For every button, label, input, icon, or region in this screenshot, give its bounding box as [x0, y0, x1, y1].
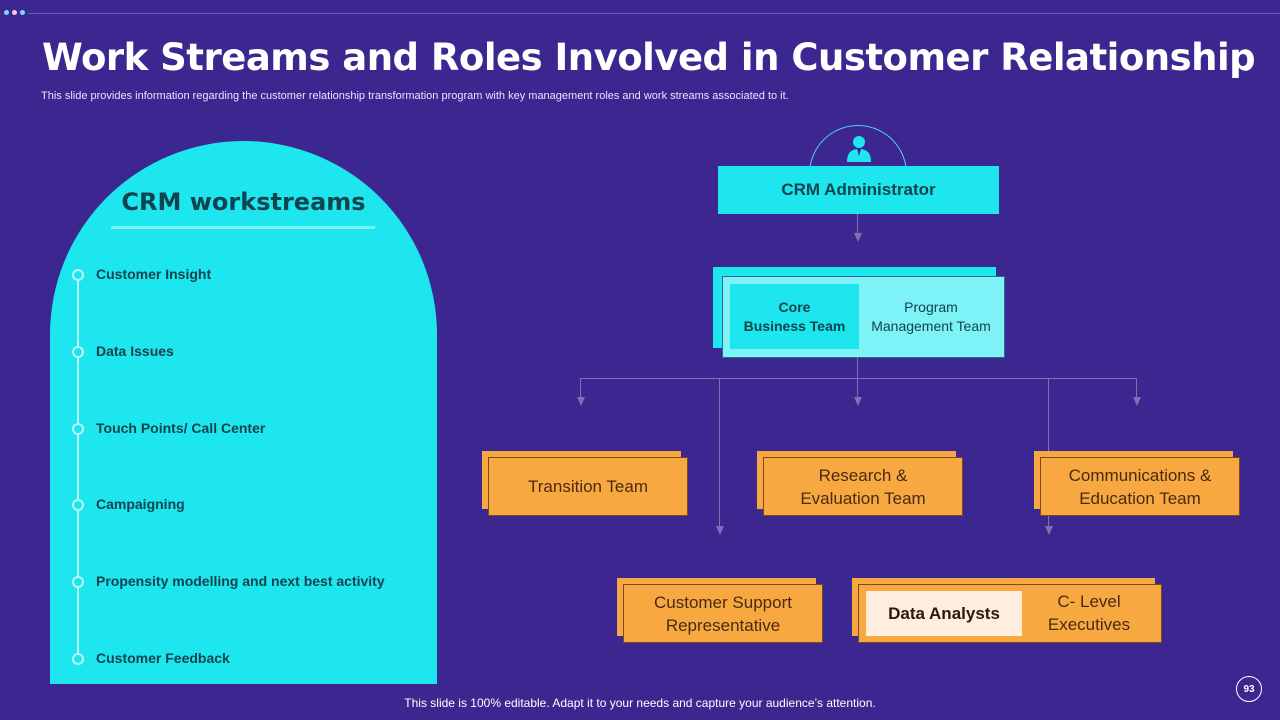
data-analysts-box: Data Analysts [866, 591, 1022, 636]
workstream-label: Data Issues [96, 343, 174, 359]
footer-note: This slide is 100% editable. Adapt it to… [404, 696, 876, 710]
core-business-team-box: Core Business Team [730, 284, 859, 349]
research-evaluation-team-box: Research & Evaluation Team [763, 457, 963, 516]
slide-title: Work Streams and Roles Involved in Custo… [42, 36, 1256, 79]
customer-support-representative-box: Customer Support Representative [623, 584, 823, 643]
core-business-team-label: Core Business Team [743, 298, 846, 334]
administrator-person-icon [847, 136, 871, 162]
timeline-node-icon [72, 653, 84, 665]
transition-team-box: Transition Team [488, 457, 688, 516]
communications-education-team-label: Communications & Education Team [1068, 465, 1212, 508]
page-number-badge: 93 [1236, 676, 1262, 702]
c-level-executives-label: C- Level Executives [1047, 592, 1131, 634]
workstream-label: Campaigning [96, 496, 185, 512]
top-divider [28, 13, 1280, 14]
program-management-team-label: Program Management Team [871, 298, 991, 334]
dot-2 [12, 10, 17, 15]
workstreams-title-underline [111, 226, 375, 229]
program-management-team-box: Program Management Team [862, 284, 1000, 349]
communications-education-team-box: Communications & Education Team [1040, 457, 1240, 516]
workstream-label: Propensity modelling and next best activ… [96, 573, 385, 589]
dot-1 [4, 10, 9, 15]
connector-line [580, 378, 1137, 379]
arrow-down-icon [1133, 397, 1141, 406]
workstream-label: Customer Insight [96, 266, 212, 282]
arrow-down-icon [1045, 526, 1053, 535]
workstream-label: Customer Feedback [96, 650, 230, 666]
slide-subtitle: This slide provides information regardin… [41, 90, 789, 102]
connector-line [580, 378, 581, 398]
timeline-node-icon [72, 499, 84, 511]
arrow-down-icon [854, 397, 862, 406]
timeline-node-icon [72, 423, 84, 435]
timeline-line [77, 273, 79, 658]
workstream-label: Touch Points/ Call Center [96, 420, 266, 436]
crm-administrator-box: CRM Administrator [718, 166, 999, 214]
arrow-down-icon [577, 397, 585, 406]
connector-line [1136, 378, 1137, 398]
connector-line [719, 378, 720, 526]
transition-team-label: Transition Team [528, 477, 648, 496]
dot-3 [20, 10, 25, 15]
arrow-down-icon [854, 233, 862, 242]
timeline-node-icon [72, 269, 84, 281]
connector-line [857, 214, 858, 235]
workstreams-panel: CRM workstreams Customer Insight Data Is… [50, 141, 437, 684]
research-evaluation-team-label: Research & Evaluation Team [800, 465, 926, 508]
workstreams-title: CRM workstreams [121, 188, 366, 216]
slide-dots [4, 10, 25, 15]
timeline-node-icon [72, 346, 84, 358]
c-level-executives-box: C- Level Executives [1022, 585, 1156, 641]
timeline-node-icon [72, 576, 84, 588]
arrow-down-icon [716, 526, 724, 535]
customer-support-representative-label: Customer Support Representative [654, 592, 792, 635]
